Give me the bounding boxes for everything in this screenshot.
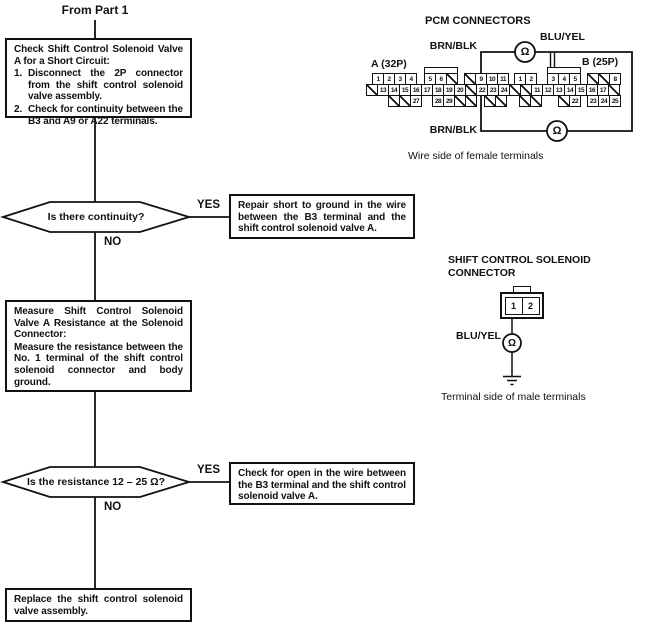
solenoid-connector-tab bbox=[513, 286, 531, 293]
pcm-a-cell-blocked bbox=[495, 95, 507, 107]
pcm-a-cell-blocked bbox=[446, 73, 458, 85]
pcm-a-cell-blocked bbox=[366, 84, 378, 96]
decision2-yes-label: YES bbox=[197, 464, 221, 476]
pcm-b-tab bbox=[547, 67, 581, 74]
solenoid-ground-wire bbox=[503, 318, 521, 386]
check-open-box: Check for open in the wire between the B… bbox=[229, 462, 415, 505]
ohmmeter-solenoid-symbol: Ω bbox=[507, 337, 517, 349]
pcm-b-cell-blocked bbox=[598, 73, 610, 85]
pcm-b-cell-24: 24 bbox=[598, 95, 610, 107]
ohmmeter-bottom-circle bbox=[546, 120, 568, 142]
repair-short-box: Repair short to ground in the wire betwe… bbox=[229, 194, 415, 239]
decision1-yes-label: YES bbox=[197, 199, 221, 211]
list-item: 2. Check for continuity between the B3 a… bbox=[14, 104, 183, 127]
pcm-b-cell-blocked bbox=[530, 95, 542, 107]
pcm-a-cell-blocked bbox=[465, 95, 477, 107]
pcm-b-cell-25: 25 bbox=[609, 95, 621, 107]
pcm-a-tab bbox=[424, 67, 458, 74]
check-short-circuit-title: Check Shift Control Solenoid Valve A for… bbox=[14, 44, 183, 67]
decision1-question: Is there continuity? bbox=[47, 211, 145, 223]
pcm-b-cell-22: 22 bbox=[569, 95, 581, 107]
decision2-no-label: NO bbox=[104, 501, 122, 513]
ohmmeter-bottom-symbol: Ω bbox=[552, 125, 562, 137]
solenoid-terminal-2: 2 bbox=[527, 300, 533, 311]
blu-yel-solenoid-wire-label: BLU/YEL bbox=[456, 330, 501, 342]
measure-resistance-title: Measure Shift Control Solenoid Valve A R… bbox=[14, 306, 183, 341]
decision1-no-label: NO bbox=[104, 236, 122, 248]
female-terminals-caption: Wire side of female terminals bbox=[408, 150, 544, 162]
blu-yel-double-wire bbox=[549, 52, 556, 69]
solenoid-connector-title-line2: CONNECTOR bbox=[448, 267, 516, 279]
pcm-ohmmeter-loop-wire bbox=[480, 51, 633, 132]
connector-b-label: B (25P) bbox=[582, 56, 619, 68]
measure-resistance-box: Measure Shift Control Solenoid Valve A R… bbox=[5, 300, 192, 392]
decision1-hexagon bbox=[0, 201, 193, 233]
decision2-question: Is the resistance 12 – 25 Ω? bbox=[27, 476, 165, 488]
brn-blk-bottom-wire-label: BRN/BLK bbox=[429, 124, 477, 136]
list-item-number: 2. bbox=[14, 103, 23, 115]
male-terminals-caption: Terminal side of male terminals bbox=[441, 391, 586, 403]
ohmmeter-top-symbol: Ω bbox=[520, 46, 530, 58]
list-item-text: Check for continuity between the B3 and … bbox=[28, 103, 183, 127]
pcm-connectors-title: PCM CONNECTORS bbox=[425, 15, 531, 27]
list-item: 1. Disconnect the 2P connector from the … bbox=[14, 68, 183, 103]
yes-connector-lines bbox=[189, 216, 229, 483]
ohmmeter-solenoid-circle bbox=[502, 333, 522, 353]
solenoid-connector-title-line1: SHIFT CONTROL SOLENOID bbox=[448, 254, 591, 266]
ohmmeter-top-circle bbox=[514, 41, 536, 63]
pcm-a-cell-blocked bbox=[454, 95, 466, 107]
solenoid-connector-cells: 1 2 bbox=[504, 296, 540, 315]
connector-a-label: A (32P) bbox=[371, 58, 407, 70]
list-item-number: 1. bbox=[14, 68, 23, 80]
check-short-circuit-box: Check Shift Control Solenoid Valve A for… bbox=[5, 38, 192, 127]
brn-blk-top-wire-label: BRN/BLK bbox=[429, 40, 477, 52]
pcm-b-cell-blocked bbox=[558, 95, 570, 107]
pcm-a-cell-blocked bbox=[388, 95, 400, 107]
replace-solenoid-box: Replace the shift control solenoid valve… bbox=[5, 588, 192, 622]
measure-resistance-body: Measure the resistance between the No. 1… bbox=[14, 341, 183, 388]
pcm-b-cell-blocked bbox=[587, 73, 599, 85]
blu-yel-wire-label: BLU/YEL bbox=[540, 31, 585, 43]
pcm-b-cell-blocked bbox=[509, 84, 521, 96]
solenoid-terminal-1: 1 bbox=[506, 297, 523, 314]
list-item-text: Disconnect the 2P connector from the shi… bbox=[28, 68, 183, 103]
from-part-label: From Part 1 bbox=[61, 3, 129, 17]
pcm-a-cell-27: 27 bbox=[410, 95, 422, 107]
decision2-hexagon bbox=[0, 466, 193, 498]
